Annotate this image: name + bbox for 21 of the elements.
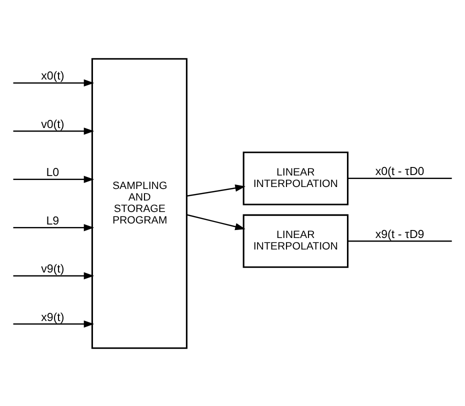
arrow xyxy=(13,272,94,279)
edge-label: L0 xyxy=(46,166,60,179)
arrow xyxy=(186,214,246,230)
arrow xyxy=(186,184,246,196)
edge-label: v9(t) xyxy=(41,263,64,276)
arrow xyxy=(13,127,94,134)
connector xyxy=(348,177,452,179)
arrow xyxy=(13,320,94,328)
arrow xyxy=(13,224,94,231)
connector xyxy=(348,240,452,242)
arrow xyxy=(13,175,94,182)
edge-label: x9(t) xyxy=(41,311,64,324)
arrow xyxy=(13,78,94,86)
node-box: LINEAR INTERPOLATION xyxy=(242,214,348,268)
node-box: SAMPLING AND STORAGE PROGRAM xyxy=(91,58,188,348)
edge-label: L9 xyxy=(46,214,60,227)
edge-label: x0(t - τD0 xyxy=(375,166,424,178)
edge-label: v0(t) xyxy=(41,118,64,130)
node-box: LINEAR INTERPOLATION xyxy=(242,151,348,205)
edge-label: x9(t - τD9 xyxy=(375,228,424,240)
edge-label: x0(t) xyxy=(41,70,64,82)
